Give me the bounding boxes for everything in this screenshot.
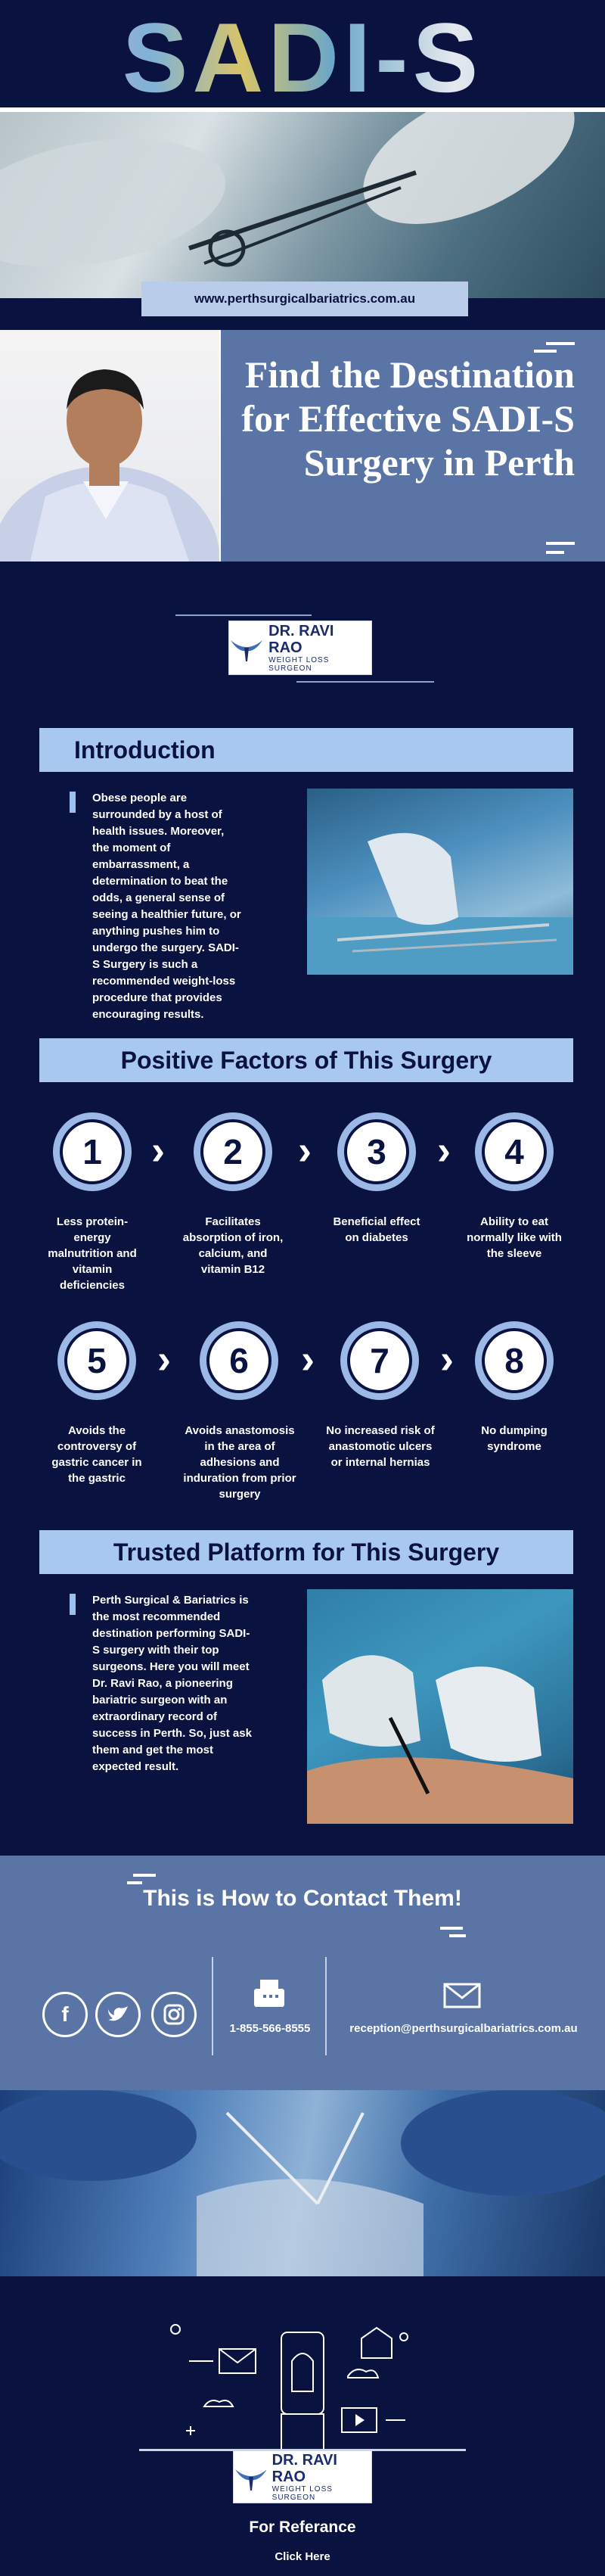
header-divider [0,107,605,112]
factor-number-circle: 5 [57,1321,136,1400]
factor-number: 3 [344,1119,409,1184]
intro-heading: Introduction [39,728,573,772]
surgery-tools-photo [0,112,605,298]
factor-number: 4 [482,1119,547,1184]
contact-heading: This is How to Contact Them! [143,1886,462,1911]
chevron-right-icon: › [437,1128,451,1173]
logo-subtitle: WEIGHT LOSS SURGEON [271,2485,333,2502]
mail-icon [443,1983,481,2008]
factors-heading: Positive Factors of This Surgery [39,1038,573,1082]
factor-number-circle: 6 [200,1321,278,1400]
scissors-icon [188,170,417,267]
surgeon-instruments-photo [307,789,573,975]
separator [212,1957,213,2055]
hero-title: Find the Destination for Effective SADI-… [241,353,575,484]
logo-subtitle: WEIGHT LOSS SURGEON [268,656,330,673]
factor-text: Avoids the controversy of gastric cancer… [51,1424,142,1485]
surgery-photo [307,1589,573,1824]
decor-dash [546,342,575,345]
logo-name: DR. RAVI RAO [268,623,334,656]
factor-number: 1 [60,1119,125,1184]
decor-dash [133,1874,156,1877]
divider-line [296,681,434,683]
operating-room-photo [0,2090,605,2276]
factor-number: 2 [200,1119,265,1184]
logo-name: DR. RAVI RAO [271,2452,337,2485]
factor-number-circle: 3 [337,1112,416,1191]
chevron-right-icon: › [440,1336,454,1382]
facebook-icon[interactable]: f [42,1992,88,2037]
header-title: SADI-S [0,5,605,110]
communication-illustration [170,2324,408,2460]
text-marker [70,792,76,813]
eagle-icon [231,640,262,661]
doctor-photo [0,330,219,562]
factor-text: Facilitates absorption of iron, calcium,… [182,1215,284,1276]
factor-text: No dumping syndrome [481,1424,548,1453]
factor-number: 7 [347,1328,412,1393]
intro-text: Obese people are surrounded by a host of… [92,792,241,1021]
decor-dash [440,1927,463,1930]
chevron-right-icon: › [151,1128,165,1173]
factor-text: Avoids anastomosis in the area of adhesi… [183,1424,296,1501]
factor-number-circle: 4 [475,1112,554,1191]
header [0,0,605,112]
trusted-heading: Trusted Platform for This Surgery [39,1530,573,1574]
divider-line [139,2449,466,2451]
eagle-icon [235,2469,266,2490]
divider-line [175,614,312,616]
fax-phone-icon [254,1980,284,2007]
decor-dash [534,350,557,353]
factor-text: Less protein-energy malnutrition and vit… [48,1215,137,1292]
phone-number[interactable]: 1-855-566-8555 [229,2022,311,2035]
twitter-icon[interactable] [95,1992,141,2037]
factor-number-circle: 7 [340,1321,419,1400]
factor-text: No increased risk of anastomotic ulcers … [326,1424,435,1469]
website-link[interactable]: www.perthsurgicalbariatrics.com.au [141,282,468,316]
decor-dash [449,1934,466,1937]
factor-number-circle: 2 [194,1112,272,1191]
factor-number-circle: 8 [475,1321,554,1400]
factor-text: Beneficial effect on diabetes [333,1215,420,1244]
chevron-right-icon: › [157,1336,171,1382]
contact-panel [0,1856,605,2090]
decor-dash [127,1881,142,1884]
text-marker [70,1594,76,1615]
reference-label: For Referance [249,2518,356,2536]
decor-dash [546,542,575,545]
email-address[interactable]: reception@perthsurgicalbariatrics.com.au [349,2022,578,2035]
factor-number: 5 [64,1328,129,1393]
factor-number: 6 [206,1328,271,1393]
logo: DR. RAVI RAO WEIGHT LOSS SURGEON [228,621,372,675]
factor-number: 8 [482,1328,547,1393]
click-here-link[interactable]: Click Here [275,2550,330,2563]
trusted-text: Perth Surgical & Bariatrics is the most … [92,1594,252,1773]
hero-title-panel [221,330,605,562]
decor-dash [546,551,564,554]
chevron-right-icon: › [298,1128,312,1173]
factor-number-circle: 1 [53,1112,132,1191]
chevron-right-icon: › [301,1336,315,1382]
separator [325,1957,327,2055]
factor-text: Ability to eat normally like with the sl… [467,1215,562,1260]
footer-logo: DR. RAVI RAO WEIGHT LOSS SURGEON [233,2450,372,2503]
instagram-icon[interactable] [151,1992,197,2037]
